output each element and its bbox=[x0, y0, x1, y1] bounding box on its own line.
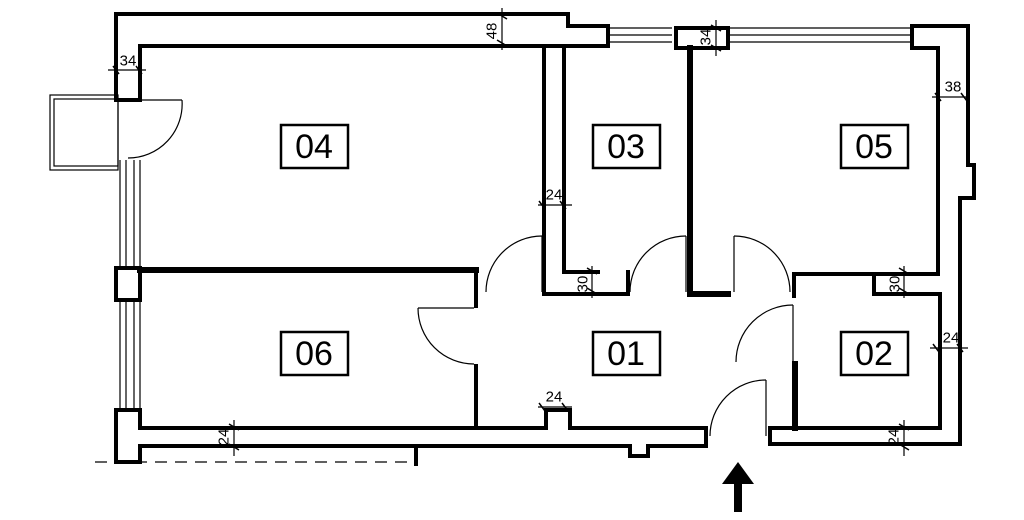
dimension-wall-24-a: 24 bbox=[538, 187, 572, 210]
dimension-mid-34: 34 bbox=[698, 20, 722, 56]
interior-walls bbox=[137, 44, 942, 466]
doors bbox=[127, 99, 794, 437]
dimension-right-38: 38 bbox=[932, 79, 970, 102]
dimension-wall-30-a: 30 bbox=[575, 266, 598, 298]
dimension-wall-30-b: 30 bbox=[887, 266, 910, 298]
room-04: 04 bbox=[279, 123, 350, 170]
dimension-label: 38 bbox=[945, 79, 962, 96]
dimension-left-34: 34 bbox=[108, 53, 146, 75]
dimension-label: 30 bbox=[575, 276, 592, 293]
left-window-strip bbox=[119, 160, 141, 410]
room-01: 01 bbox=[591, 330, 662, 377]
room-label: 06 bbox=[295, 335, 333, 373]
dimension-label: 24 bbox=[216, 429, 233, 446]
dimension-label: 24 bbox=[886, 429, 903, 446]
dimension-right-24: 24 bbox=[930, 330, 968, 353]
dimension-top-48: 48 bbox=[484, 8, 508, 50]
room-06: 06 bbox=[279, 330, 350, 377]
room-05: 05 bbox=[839, 123, 910, 170]
balcony bbox=[49, 94, 119, 171]
room-03: 03 bbox=[591, 123, 662, 170]
balcony-inner bbox=[53, 98, 119, 167]
dimension-bottom-24-left: 24 bbox=[216, 420, 240, 456]
dimension-label: 48 bbox=[484, 23, 501, 40]
dimension-label: 30 bbox=[887, 276, 904, 293]
room-label: 04 bbox=[295, 128, 333, 166]
entrance-arrow-icon bbox=[722, 462, 754, 512]
dimension-label: 34 bbox=[698, 29, 715, 46]
outer-walls bbox=[114, 12, 976, 464]
dimension-label: 24 bbox=[943, 330, 960, 347]
room-label: 01 bbox=[607, 335, 645, 373]
dimension-label: 24 bbox=[546, 389, 563, 406]
room-label: 03 bbox=[607, 128, 645, 166]
room-label: 05 bbox=[855, 128, 893, 166]
room-label: 02 bbox=[855, 335, 893, 373]
dimension-label: 34 bbox=[120, 53, 137, 70]
dimension-label: 24 bbox=[546, 187, 563, 204]
dimension-hall-24: 24 bbox=[538, 389, 572, 412]
top-window-strip bbox=[610, 27, 910, 43]
dimension-bottom-24-right: 24 bbox=[886, 420, 910, 456]
room-02: 02 bbox=[839, 330, 910, 377]
